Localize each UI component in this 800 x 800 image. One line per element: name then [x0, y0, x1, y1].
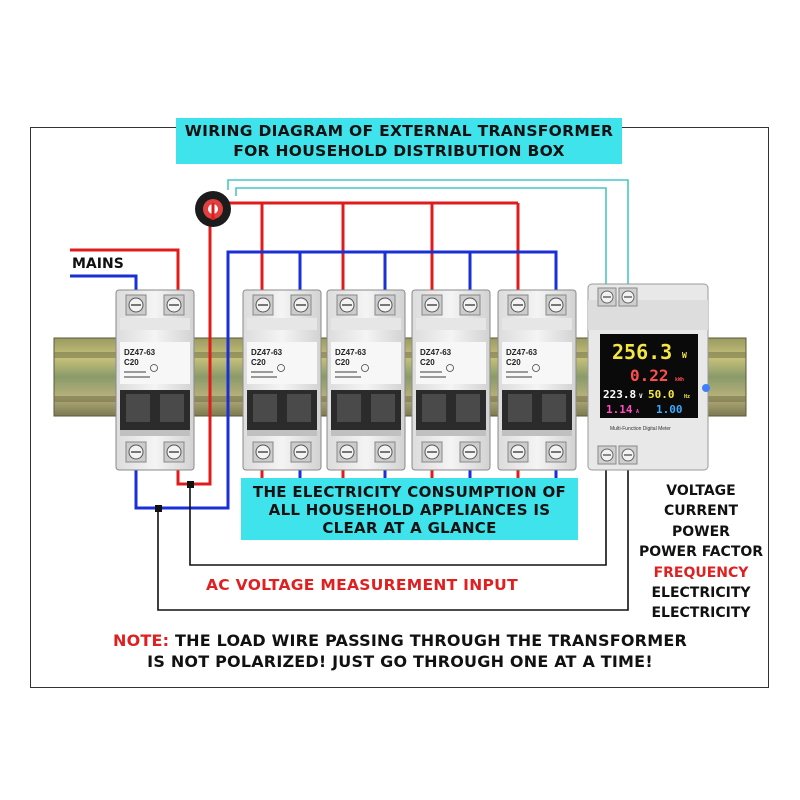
digital-meter: 256.3 W 0.22 kWh 223.8 V 50.0 Hz 1.14 A …: [587, 283, 710, 471]
meter-energy-unit: kWh: [675, 377, 684, 383]
param-frequency: FREQUENCY: [653, 564, 749, 581]
note-text: NOTE: THE LOAD WIRE PASSING THROUGH THE …: [60, 630, 740, 672]
title-banner: WIRING DIAGRAM OF EXTERNAL TRANSFORMER F…: [176, 118, 622, 164]
info-line-2: ALL HOUSEHOLD APPLIANCES IS: [268, 501, 551, 519]
ct-signal-wire-2: [235, 187, 607, 290]
breaker-model-label: DZ47-63: [506, 348, 538, 357]
meter-energy-value: 0.22: [630, 366, 669, 385]
breaker-rating-label: C20: [506, 358, 521, 367]
info-line-3: CLEAR AT A GLANCE: [322, 519, 497, 537]
param-voltage: VOLTAGE: [666, 483, 736, 499]
meter-screen: [600, 334, 698, 418]
breaker-model-label: DZ47-63: [124, 348, 156, 357]
meter-current-value: 1.14: [606, 403, 633, 416]
param-power: POWER: [672, 523, 730, 540]
breaker-model-label: DZ47-63: [335, 348, 367, 357]
ac-voltage-label: AC VOLTAGE MEASUREMENT INPUT: [206, 576, 518, 594]
note-line-1: NOTE: THE LOAD WIRE PASSING THROUGH THE …: [60, 630, 740, 651]
meter-button[interactable]: [702, 384, 710, 392]
title-line-2: FOR HOUSEHOLD DISTRIBUTION BOX: [233, 142, 565, 160]
meter-caption: Multi-Function Digital Meter: [610, 426, 671, 432]
breaker-model-label: DZ47-63: [420, 348, 452, 357]
breaker-rating-label: C20: [124, 358, 139, 367]
parameter-list: VOLTAGE CURRENT POWER POWER FACTOR FREQU…: [636, 481, 766, 624]
meter-voltage-unit: V: [639, 393, 643, 400]
meter-power-value: 256.3: [612, 340, 672, 364]
title-line-1: WIRING DIAGRAM OF EXTERNAL TRANSFORMER: [184, 122, 614, 140]
meter-power-unit: W: [682, 351, 687, 360]
breaker-rating-label: C20: [251, 358, 266, 367]
meter-frequency-unit: Hz: [684, 394, 690, 400]
breaker-rating-label: C20: [420, 358, 435, 367]
param-electricity-2: ELECTRICITY: [651, 605, 751, 622]
meter-current-unit: A: [636, 409, 639, 415]
mains-neutral-wire: [70, 274, 138, 296]
param-power-factor: POWER FACTOR: [638, 544, 764, 561]
neutral-bus-wire: [134, 250, 558, 510]
mains-label: MAINS: [72, 256, 124, 272]
note-line-1-text: THE LOAD WIRE PASSING THROUGH THE TRANSF…: [169, 631, 687, 650]
mains-live-wire: [70, 248, 180, 296]
info-banner: THE ELECTRICITY CONSUMPTION OF ALL HOUSE…: [241, 478, 578, 540]
meter-voltage-value: 223.8: [603, 388, 636, 401]
ac-voltage-wire-1: [157, 466, 629, 611]
param-current: CURRENT: [663, 503, 739, 520]
ct-signal-wire-1: [227, 179, 629, 290]
breaker-model-label: DZ47-63: [251, 348, 283, 357]
breaker-rating-label: C20: [335, 358, 350, 367]
info-line-1: THE ELECTRICITY CONSUMPTION OF: [252, 483, 567, 501]
meter-frequency-value: 50.0: [648, 388, 675, 401]
ac-voltage-wire-2: [189, 466, 607, 566]
meter-power-factor-value: 1.00: [656, 403, 683, 416]
current-transformer: [195, 191, 231, 227]
note-line-2: IS NOT POLARIZED! JUST GO THROUGH ONE AT…: [147, 652, 653, 671]
note-label: NOTE:: [113, 631, 170, 650]
param-electricity-1: ELECTRICITY: [651, 585, 751, 602]
